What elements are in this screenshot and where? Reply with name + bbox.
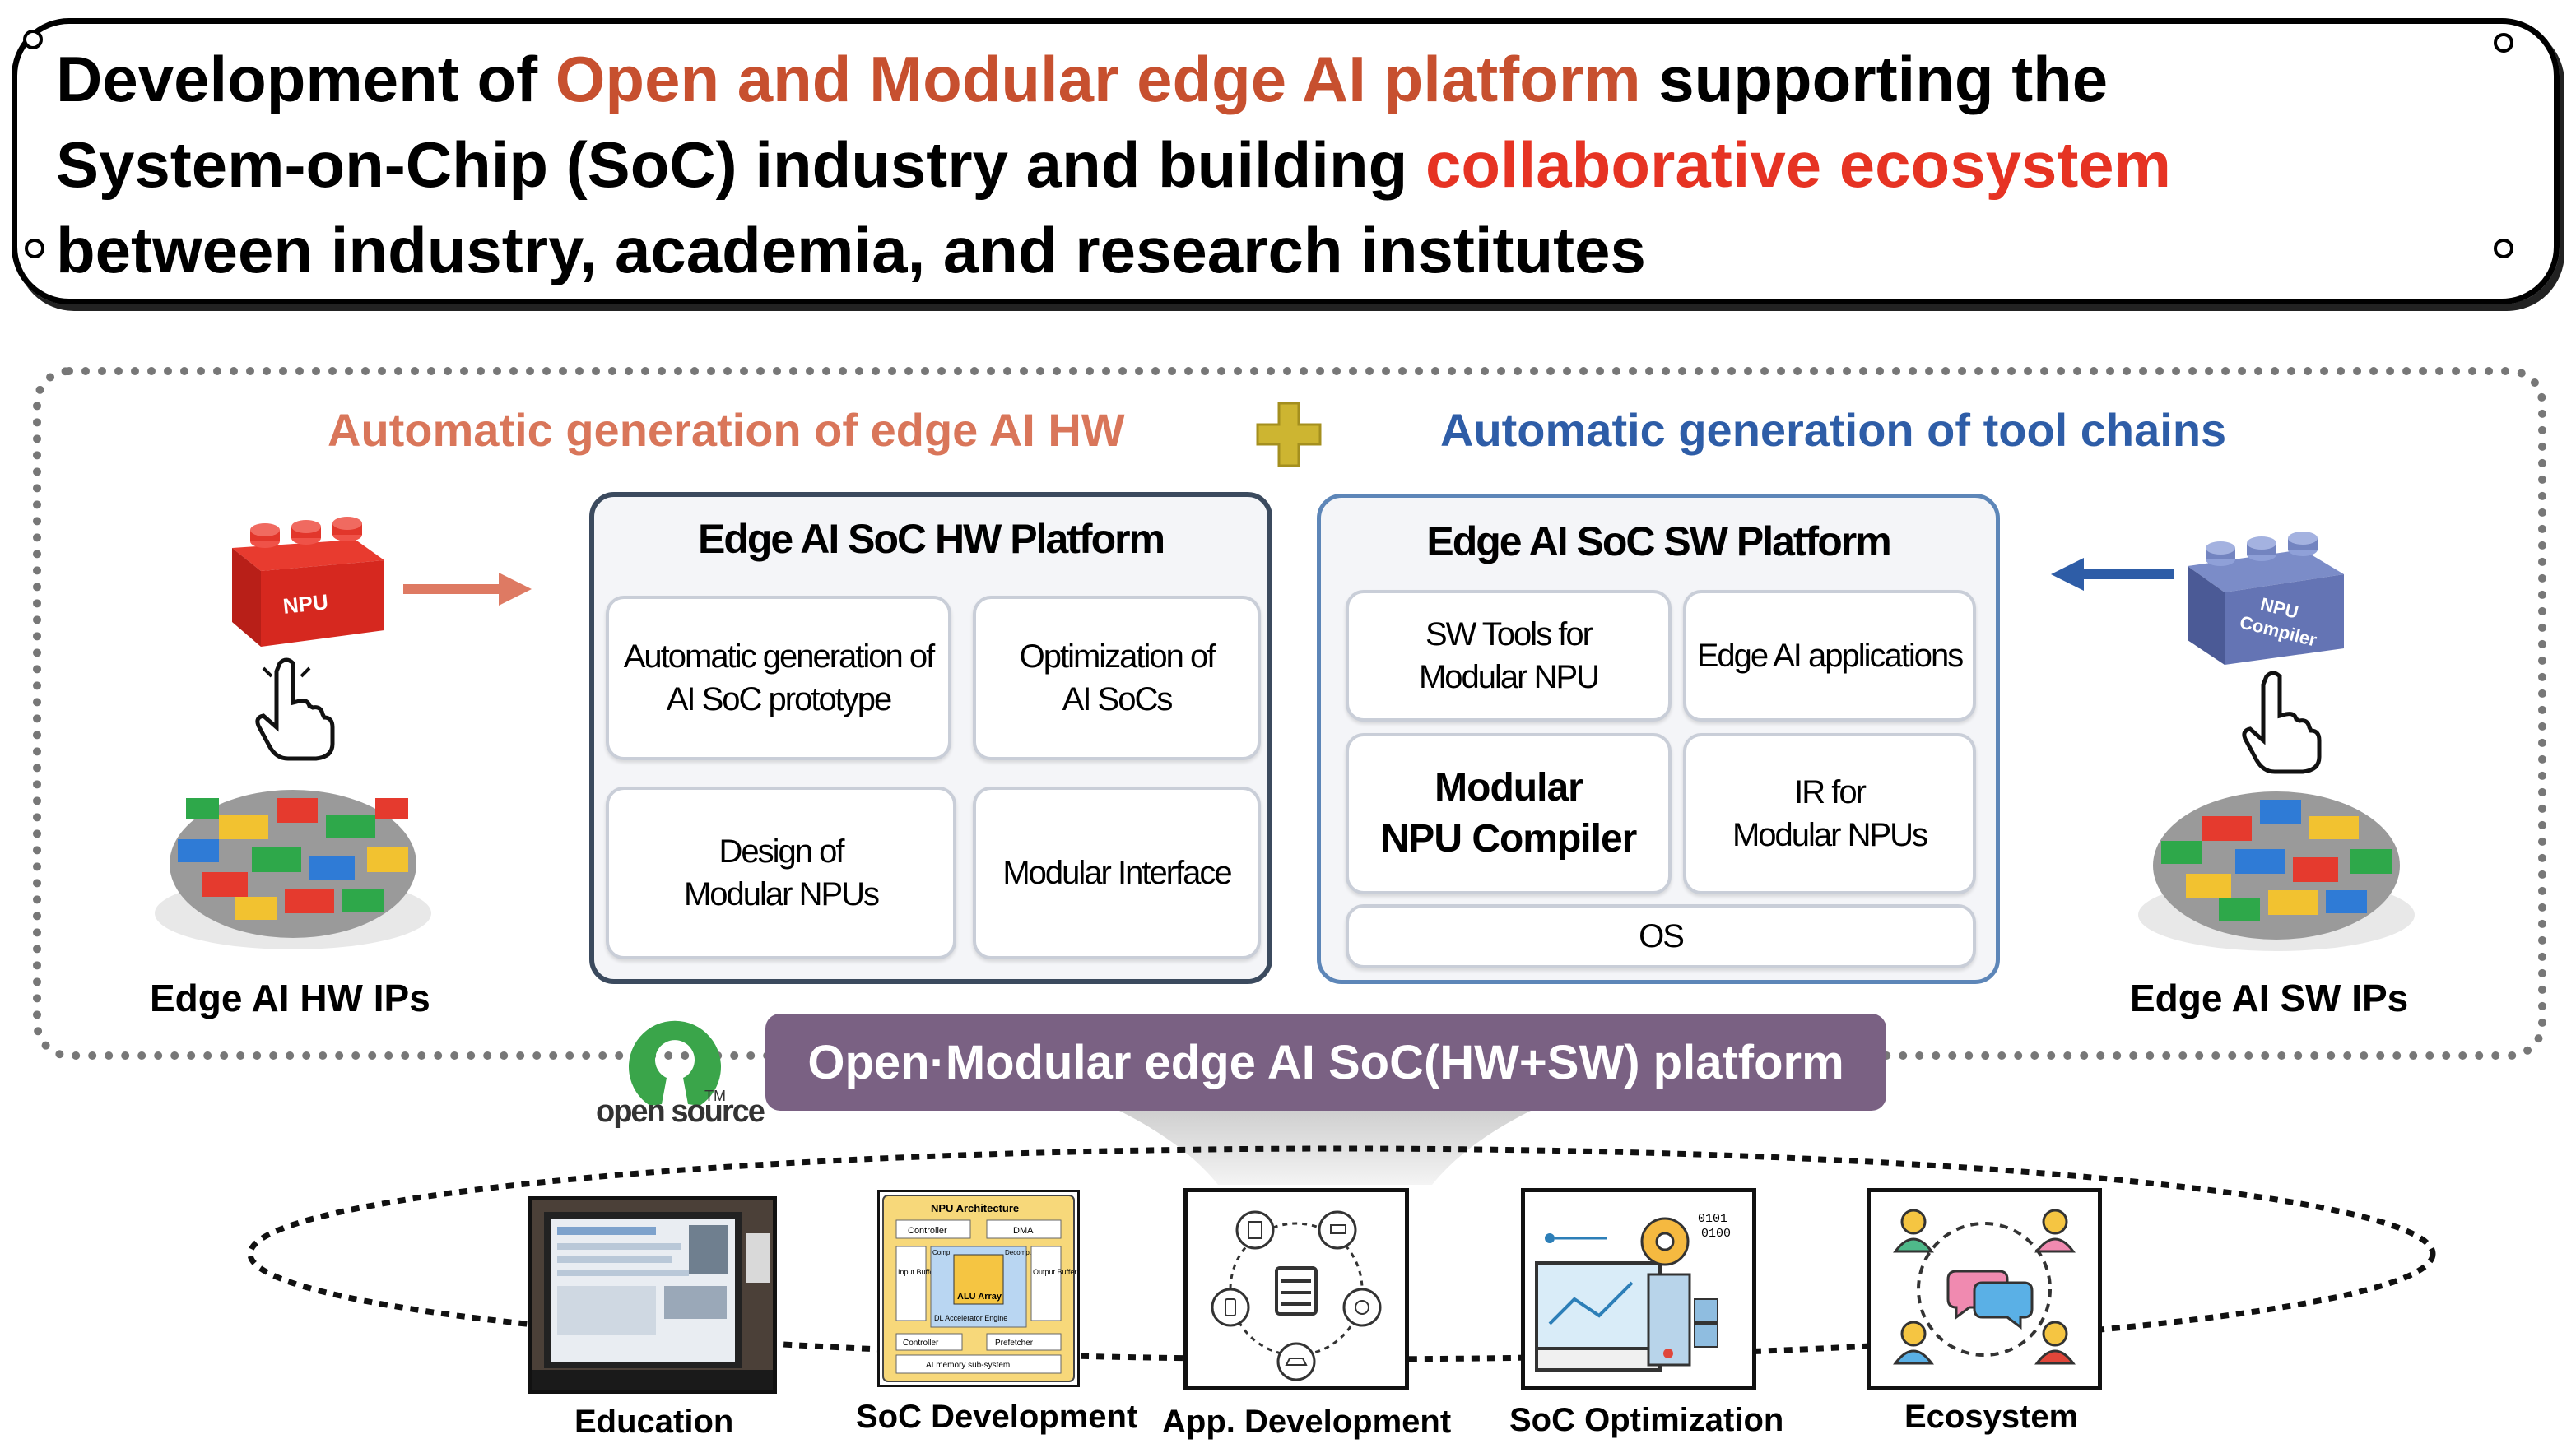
npu-architecture-icon: NPU Architecture Controller DMA Input Bu… [882, 1195, 1076, 1382]
soc-development-label: SoC Development [856, 1399, 1138, 1435]
sw-cell-ir: IR for Modular NPUs [1683, 733, 1976, 894]
banner-ring-icon [2494, 239, 2513, 258]
lego-pile-icon [2138, 791, 2415, 951]
banner-ring-icon [23, 30, 43, 49]
title-text: supporting the [1640, 43, 2109, 115]
npu-thumb-text: DMA [1013, 1226, 1034, 1236]
npu-thumb-title: NPU Architecture [931, 1202, 1019, 1214]
soc-development-image: NPU Architecture Controller DMA Input Bu… [877, 1190, 1080, 1387]
cell-label: SW Tools for Modular NPU [1418, 616, 1600, 695]
network-devices-icon [1211, 1210, 1382, 1381]
community-chat-icon [1893, 1209, 2076, 1365]
npu-thumb-text: Controller [908, 1226, 947, 1236]
npu-block-text: NPU [281, 589, 329, 619]
npu-thumb-text: ALU Array [957, 1292, 1002, 1302]
banner-ring-icon [2494, 33, 2513, 53]
education-image [528, 1196, 777, 1394]
cell-label: Optimization of AI SoCs [1019, 638, 1216, 717]
cell-label: IR for Modular NPUs [1732, 774, 1928, 853]
hand-pointer-icon [2242, 671, 2322, 774]
hw-platform-title: Edge AI SoC HW Platform [697, 516, 1165, 562]
cell-label: Modular Interface [1002, 855, 1232, 891]
arrow-right-icon [403, 573, 532, 606]
app-development-label: App. Development [1162, 1404, 1452, 1440]
classroom-photo-icon [532, 1200, 773, 1390]
title-banner [12, 18, 2560, 304]
sw-ips-label: Edge AI SW IPs [2130, 977, 2409, 1019]
npu-thumb-text: Comp. [932, 1249, 952, 1256]
cell-label: OS [1639, 918, 1685, 954]
open-source-label: open source [596, 1094, 765, 1129]
sw-cell-tools: SW Tools for Modular NPU [1346, 590, 1672, 722]
npu-thumb-text: AI memory sub-system [926, 1361, 1010, 1370]
hand-pointer-icon [255, 657, 335, 761]
cell-label: Modular NPU Compiler [1380, 766, 1638, 861]
cell-label: Automatic generation of AI SoC prototype [623, 638, 935, 717]
sw-cell-os: OS [1346, 904, 1976, 968]
ecosystem-label: Ecosystem [1904, 1399, 2079, 1435]
binary-text: 0100 [1701, 1227, 1731, 1241]
npu-thumb-text: Output Buffer [1033, 1268, 1076, 1276]
plus-icon [1256, 402, 1322, 467]
hw-platform-panel: Edge AI SoC HW Platform Automatic genera… [589, 492, 1272, 984]
sw-platform-title: Edge AI SoC SW Platform [1426, 518, 1891, 564]
open-source-logo-icon: TM [629, 1020, 726, 1106]
platform-banner: Open·Modular edge AI SoC(HW+SW) platform [765, 1014, 1886, 1111]
lego-pile-icon [155, 790, 431, 949]
cell-label: Edge AI applications [1696, 638, 1964, 674]
title-highlight-open-modular: Open and Modular edge AI platform [555, 43, 1641, 115]
education-label: Education [574, 1404, 734, 1440]
soc-optimization-image: 0101 0100 [1521, 1188, 1756, 1390]
npu-thumb-text: Input Buffer [898, 1268, 936, 1276]
npu-thumb-text: Decomp. [1005, 1249, 1031, 1256]
sw-cell-applications: Edge AI applications [1683, 590, 1976, 722]
app-development-image [1183, 1188, 1409, 1390]
cell-label: Design of Modular NPUs [683, 833, 880, 912]
title-text: System-on-Chip (SoC) industry and buildi… [56, 128, 1425, 201]
npu-thumb-text: Controller [903, 1339, 939, 1348]
binary-text: 0101 [1698, 1212, 1727, 1226]
sw-platform-panel: Edge AI SoC SW Platform SW Tools for Mod… [1317, 494, 2000, 984]
page-title: Development of Open and Modular edge AI … [56, 36, 2525, 293]
computer-gear-icon: 0101 0100 [1535, 1212, 1731, 1372]
ecosystem-ellipse [247, 1145, 2436, 1362]
compiler-block-icon: NPU Compiler [2188, 532, 2344, 665]
hw-ips-label: Edge AI HW IPs [150, 977, 430, 1019]
title-text: Development of [56, 43, 556, 115]
ecosystem-image [1867, 1188, 2102, 1390]
hw-cell-modular-interface: Modular Interface [973, 787, 1261, 959]
sw-generation-heading: Automatic generation of tool chains [1440, 404, 2227, 456]
soc-optimization-label: SoC Optimization [1509, 1402, 1784, 1438]
banner-ring-icon [25, 239, 44, 258]
arrow-left-icon [2051, 558, 2174, 591]
sw-cell-npu-compiler: Modular NPU Compiler [1346, 733, 1672, 894]
hw-generation-heading: Automatic generation of edge AI HW [328, 404, 1125, 456]
tm-mark: TM [704, 1088, 726, 1104]
hw-cell-optimization: Optimization of AI SoCs [973, 596, 1261, 760]
title-text: between industry, academia, and research… [56, 214, 1646, 286]
npu-thumb-text: Prefetcher [995, 1339, 1034, 1348]
npu-thumb-text: DL Accelerator Engine [934, 1314, 1007, 1322]
npu-block-icon: NPU [232, 517, 384, 647]
hw-cell-auto-generation: Automatic generation of AI SoC prototype [606, 596, 951, 760]
title-highlight-ecosystem: collaborative ecosystem [1425, 128, 2172, 201]
hw-cell-design-npus: Design of Modular NPUs [606, 787, 956, 959]
